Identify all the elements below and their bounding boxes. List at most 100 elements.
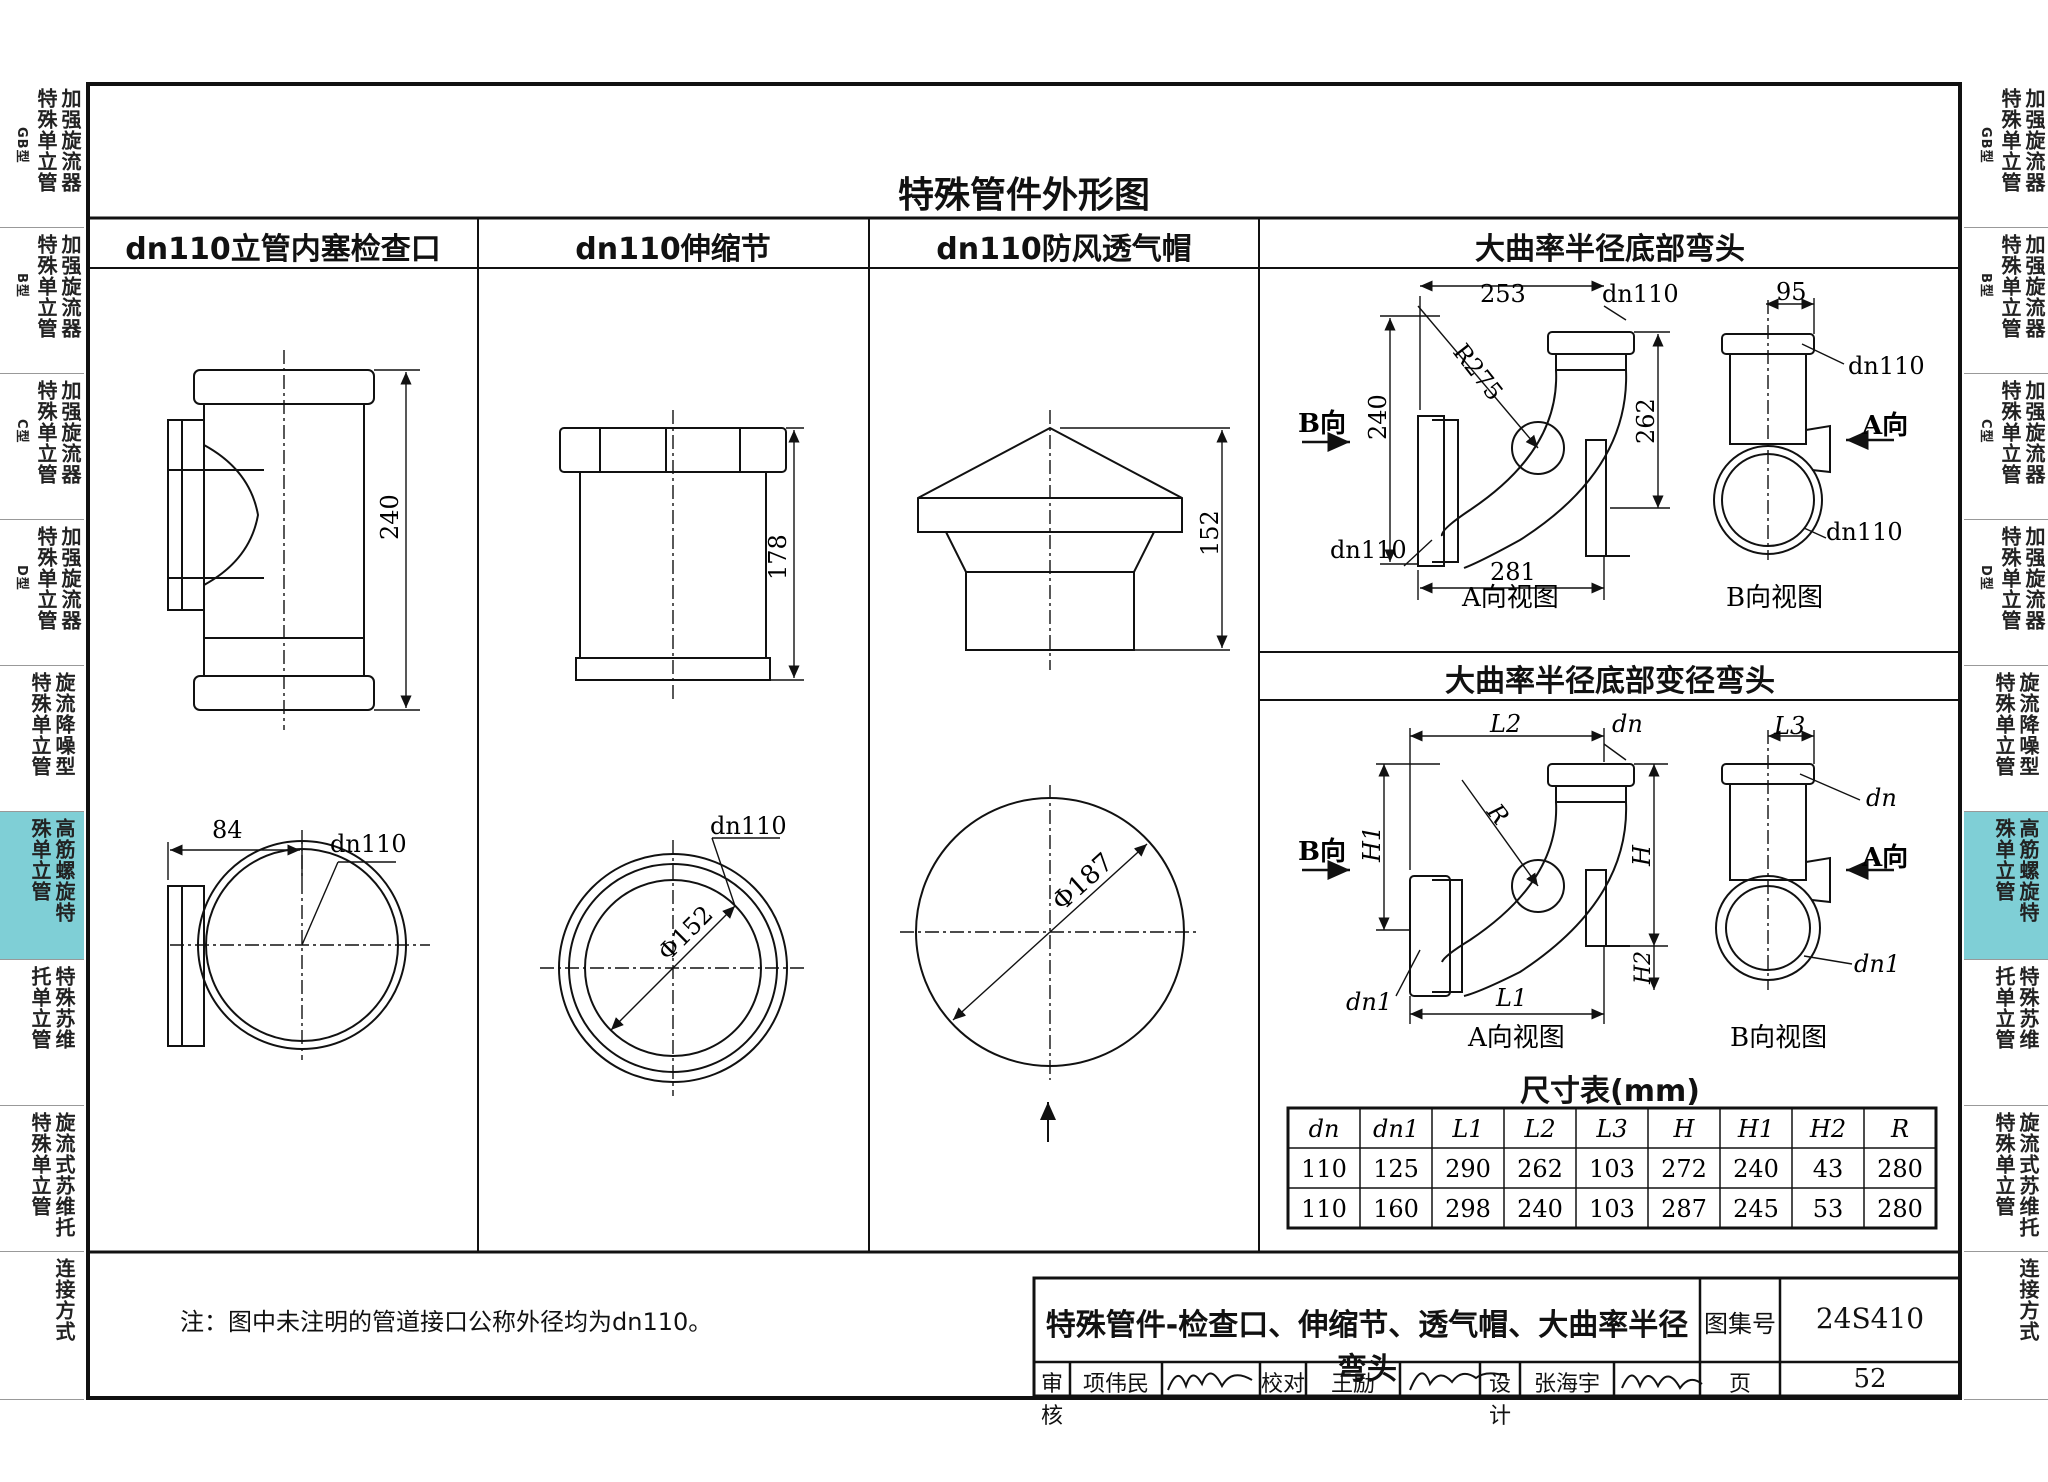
index-tab-6[interactable]: 高筋螺旋特殊单立管 (0, 812, 84, 960)
atlas-label: 图集号 (1704, 1310, 1776, 1338)
label-b-direction: B向 (1298, 408, 1346, 439)
dim-l3: L3 (1773, 712, 1805, 740)
table-cell: 240 (1517, 1195, 1563, 1223)
table-header-L2: L2 (1523, 1115, 1555, 1143)
dim-240-c1: 240 (376, 494, 404, 540)
header-expansion-joint: dn110伸缩节 (575, 232, 771, 267)
index-tab-3[interactable]: C型加强旋流器特殊单立管 (1964, 374, 2048, 520)
table-cell: 272 (1661, 1155, 1707, 1183)
index-tab-4[interactable]: D型加强旋流器特殊单立管 (0, 520, 84, 666)
index-tab-9[interactable]: 连接方式 (0, 1252, 84, 1400)
table-cell: 240 (1733, 1155, 1779, 1183)
dim-l1: L1 (1495, 984, 1527, 1012)
index-tab-6[interactable]: 高筋螺旋特殊单立管 (1964, 812, 2048, 960)
checker-name: 王励 (1330, 1372, 1375, 1397)
index-tab-label: 加强旋流器特殊单立管 (1998, 234, 2046, 339)
index-tab-prefix: GB型 (14, 127, 29, 164)
table-header-dn1: dn1 (1373, 1115, 1419, 1143)
table-cell: 53 (1813, 1195, 1844, 1223)
table-header-H: H (1673, 1115, 1696, 1143)
dim-h: H (1628, 844, 1656, 867)
table-cell: 103 (1589, 1155, 1635, 1183)
atlas-number: 24S410 (1815, 1302, 1925, 1335)
index-tab-8[interactable]: 旋流式苏维托特殊单立管 (1964, 1106, 2048, 1252)
view-a-label-2: A向视图 (1467, 1023, 1565, 1053)
index-tab-1[interactable]: GB型加强旋流器特殊单立管 (1964, 82, 2048, 228)
dim-dn110-c2: dn110 (710, 812, 787, 840)
index-tab-7[interactable]: 特殊苏维托单立管 (0, 960, 84, 1106)
index-tab-1[interactable]: GB型加强旋流器特殊单立管 (0, 82, 84, 228)
dim-dn1-bview: dn1 (1854, 950, 1900, 978)
note-text: 注：图中未注明的管道接口公称外径均为dn110。 (180, 1308, 713, 1336)
dim-dn110-elbow-bot: dn110 (1330, 536, 1407, 564)
index-tab-prefix: C型 (14, 419, 29, 444)
dim-dn-top: dn (1612, 710, 1643, 738)
table-border (1286, 1106, 1938, 1230)
dim-dn110-bview-bot: dn110 (1826, 518, 1903, 546)
header-reducing-elbow: 大曲率半径底部变径弯头 (1445, 664, 1775, 699)
dim-253: 253 (1480, 280, 1526, 308)
index-tab-3[interactable]: C型加强旋流器特殊单立管 (0, 374, 84, 520)
index-tab-9[interactable]: 连接方式 (1964, 1252, 2048, 1400)
table-header-H1: H1 (1737, 1115, 1774, 1143)
view-b-label: B向视图 (1726, 583, 1823, 613)
dim-h1: H1 (1358, 826, 1386, 863)
index-tab-label: 高筋螺旋特殊单立管 (28, 818, 76, 923)
table-cell: 110 (1301, 1195, 1347, 1223)
table-header-dn: dn (1309, 1115, 1340, 1143)
index-tab-label: 旋流式苏维托特殊单立管 (1992, 1112, 2040, 1238)
dim-95: 95 (1776, 278, 1807, 306)
check-label: 校对 (1260, 1372, 1305, 1397)
page-title: 特殊管件外形图 (897, 175, 1150, 216)
index-tab-prefix: C型 (1978, 419, 1993, 444)
index-tab-label: 加强旋流器特殊单立管 (1998, 526, 2046, 631)
index-tab-label: 旋流式苏维托特殊单立管 (28, 1112, 76, 1238)
table-cell: 110 (1301, 1155, 1347, 1183)
drawing-title: 特殊管件-检查口、伸缩节、透气帽、大曲率半径弯头 (1045, 1308, 1689, 1387)
table-header-L1: L1 (1451, 1115, 1483, 1143)
header-elbow: 大曲率半径底部弯头 (1475, 232, 1745, 267)
dim-dn110-c1: dn110 (330, 830, 407, 858)
table-header-R: R (1890, 1115, 1909, 1143)
index-tab-2[interactable]: B型加强旋流器特殊单立管 (1964, 228, 2048, 374)
index-tab-4[interactable]: D型加强旋流器特殊单立管 (1964, 520, 2048, 666)
index-tab-8[interactable]: 旋流式苏维托特殊单立管 (0, 1106, 84, 1252)
dim-240-elbow: 240 (1364, 394, 1392, 440)
index-tab-5[interactable]: 旋流降噪型特殊单立管 (1964, 666, 2048, 812)
index-tab-label: 高筋螺旋特殊单立管 (1992, 818, 2040, 923)
dim-l2: L2 (1489, 710, 1521, 738)
index-tab-label: 加强旋流器特殊单立管 (1998, 380, 2046, 485)
index-tab-prefix: B型 (14, 273, 29, 298)
index-tab-label: 加强旋流器特殊单立管 (1998, 88, 2046, 193)
index-tab-prefix: GB型 (1978, 127, 1993, 164)
label-b-direction-2: B向 (1298, 836, 1346, 867)
index-tab-7[interactable]: 特殊苏维托单立管 (1964, 960, 2048, 1106)
dim-dn-bview: dn (1866, 784, 1897, 812)
table-cell: 280 (1877, 1155, 1923, 1183)
index-tab-2[interactable]: B型加强旋流器特殊单立管 (0, 228, 84, 374)
review-label: 审核 (1040, 1372, 1063, 1429)
table-title: 尺寸表(mm) (1520, 1074, 1700, 1109)
index-tab-label: 旋流降噪型特殊单立管 (28, 672, 76, 777)
table-header-L3: L3 (1595, 1115, 1627, 1143)
table-cell: 290 (1445, 1155, 1491, 1183)
index-tab-label: 加强旋流器特殊单立管 (34, 234, 82, 339)
index-tab-label: 特殊苏维托单立管 (28, 966, 76, 1050)
table-cell: 125 (1373, 1155, 1419, 1183)
label-a-direction: A向 (1861, 410, 1908, 441)
designer-name: 张海宇 (1533, 1372, 1600, 1397)
header-vent-cap: dn110防风透气帽 (936, 232, 1192, 267)
dim-dn110-bview-top: dn110 (1848, 352, 1925, 380)
dim-178: 178 (764, 534, 792, 580)
index-tab-5[interactable]: 旋流降噪型特殊单立管 (0, 666, 84, 812)
index-tab-prefix: B型 (1978, 273, 1993, 298)
dim-152: 152 (1196, 510, 1224, 556)
view-b-label-2: B向视图 (1730, 1023, 1827, 1053)
table-cell: 245 (1733, 1195, 1779, 1223)
header-inspection-port: dn110立管内塞检查口 (125, 232, 441, 267)
table-cell: 160 (1373, 1195, 1419, 1223)
page-number: 52 (1853, 1364, 1887, 1394)
dim-r275: R275 (1447, 338, 1508, 406)
